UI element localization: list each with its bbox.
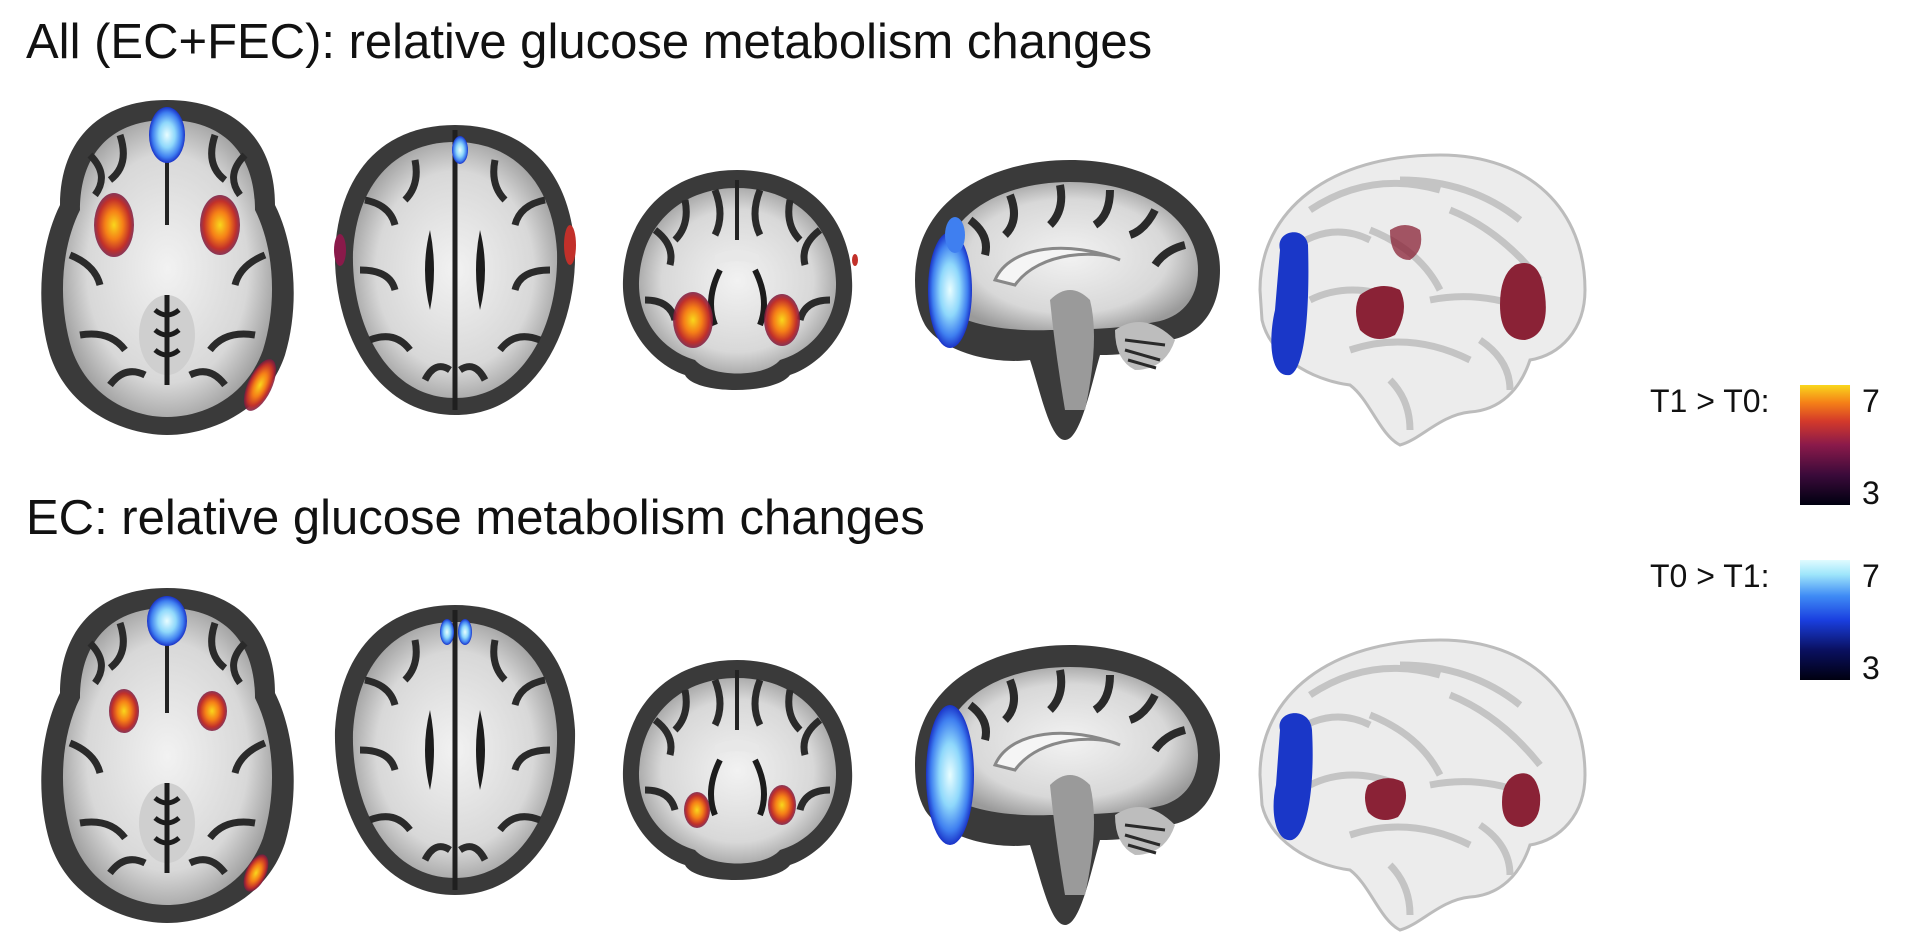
axial-inferior-slice: [41, 100, 294, 435]
sagittal-slice-ec: [915, 645, 1220, 925]
row-title-all: All (EC+FEC): relative glucose metabolis…: [26, 15, 1153, 69]
sagittal-slice: [915, 160, 1220, 440]
row-title-ec: EC: relative glucose metabolism changes: [26, 491, 925, 545]
legend-decrease-min: 3: [1862, 650, 1880, 686]
coronal-slice: [622, 170, 858, 390]
3d-render-brain: [1258, 153, 1587, 447]
colorbar-increase: [1800, 385, 1850, 505]
legend-decrease-max: 7: [1862, 558, 1880, 594]
legend-increase-max: 7: [1862, 383, 1880, 419]
coronal-slice-ec: [622, 660, 853, 880]
legend-increase-label: T1 > T0:: [1650, 383, 1770, 419]
3d-render-brain-ec: [1258, 638, 1587, 932]
axial-superior-slice: [334, 125, 576, 415]
legend-decrease-label: T0 > T1:: [1650, 558, 1770, 594]
axial-superior-slice-ec: [334, 605, 576, 895]
colorbar-decrease: [1800, 560, 1850, 680]
axial-inferior-slice-ec: [41, 588, 294, 923]
legend-increase-min: 3: [1862, 475, 1880, 511]
